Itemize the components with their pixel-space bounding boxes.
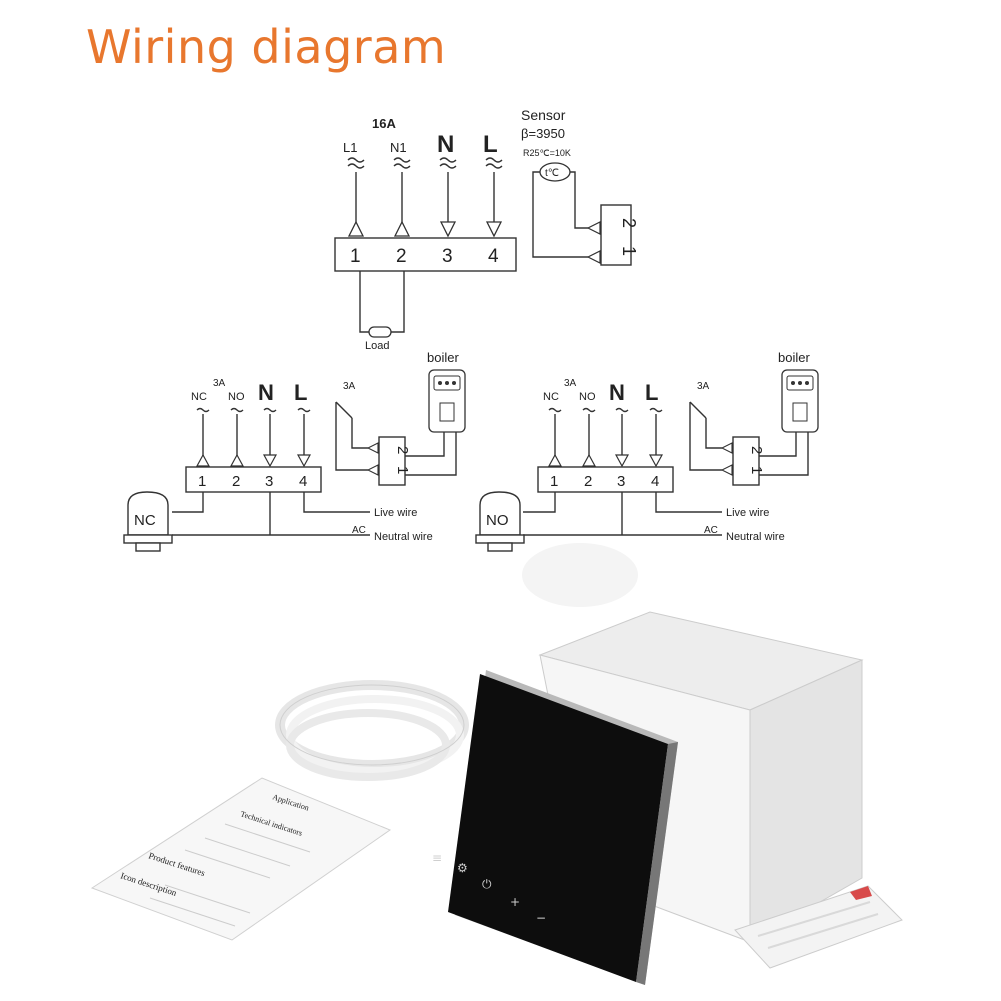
valve-icon [123, 491, 173, 552]
watermark-oval [522, 543, 638, 607]
terminal-label-nc: NC [191, 391, 207, 403]
boiler-icon [428, 369, 466, 433]
terminal-number: 4 [299, 473, 307, 490]
neutral-wire-label: Neutral wire [726, 531, 785, 543]
rating-label: 16A [372, 116, 396, 131]
terminal-label-no: NO [228, 391, 245, 403]
live-wire-label: Live wire [726, 507, 769, 519]
neutral-wire-label: Neutral wire [374, 531, 433, 543]
boiler-pin: 2 [748, 446, 765, 454]
sensor-label: Sensor [521, 107, 566, 123]
sensor-symbol: t℃ [545, 168, 559, 179]
terminal-label-nc: NC [543, 391, 559, 403]
boiler-terminal [378, 436, 406, 486]
terminal-label-l1: L1 [343, 140, 357, 155]
valve-icon [475, 491, 525, 552]
terminal-block [185, 466, 322, 493]
terminal-label-n: N [609, 380, 625, 405]
terminal-number: 3 [442, 246, 453, 267]
product-photo: Application Technical indicators Product… [90, 611, 903, 985]
ac-label: AC [352, 525, 366, 536]
terminal-label-no: NO [579, 391, 596, 403]
terminal-number: 1 [550, 473, 558, 490]
terminal-label-n: N [437, 131, 454, 158]
load-icon [368, 326, 392, 338]
boiler-pin: 1 [748, 466, 765, 474]
left-wiring-block: 3A NC NO N L 1 2 3 4 3A 2 1 [123, 350, 466, 552]
sensor-resistance: R25℃=10K [523, 148, 571, 158]
rating-label: 3A [564, 378, 577, 389]
boiler-pin: 1 [394, 466, 411, 474]
minus-icon[interactable]: − [536, 911, 546, 925]
ac-label: AC [704, 525, 718, 536]
menu-icon[interactable]: ≡ [432, 851, 442, 865]
terminal-number: 2 [232, 473, 240, 490]
power-icon[interactable]: ⏻ [482, 877, 492, 891]
boiler-terminal [732, 436, 760, 486]
thermostat-device: ≡ ⚙ ⏻ + − [432, 670, 678, 985]
terminal-number: 2 [584, 473, 592, 490]
gear-icon[interactable]: ⚙ [457, 861, 468, 875]
sensor-pin: 1 [619, 246, 639, 256]
terminal-block [537, 466, 674, 493]
sensor-terminal [600, 204, 632, 266]
sensor-beta: β=3950 [521, 126, 565, 141]
valve-label: NC [134, 512, 156, 529]
terminal-label-n: N [258, 380, 274, 405]
boiler-icon [781, 369, 819, 433]
right-wiring-block: 3A NC NO N L 1 2 3 4 3A 2 1 boile [475, 350, 819, 552]
boiler-label: boiler [427, 350, 459, 365]
page-title: Wiring diagram [86, 20, 447, 74]
terminal-label-n1: N1 [390, 140, 407, 155]
terminal-label-l: L [645, 380, 658, 405]
terminal-number: 1 [198, 473, 206, 490]
screw-bag [734, 885, 903, 969]
terminal-number: 3 [617, 473, 625, 490]
terminal-number: 1 [350, 246, 361, 267]
relay-rating: 3A [343, 381, 356, 392]
terminal-number: 4 [651, 473, 659, 490]
manual-sheet: Application Technical indicators Product… [90, 777, 392, 941]
relay-rating: 3A [697, 381, 710, 392]
boiler-label: boiler [778, 350, 810, 365]
terminal-block [334, 237, 517, 272]
load-label: Load [365, 340, 389, 352]
terminal-number: 2 [396, 246, 407, 267]
sensor-cable-coil [275, 680, 469, 781]
plus-icon[interactable]: + [510, 895, 520, 909]
live-wire-label: Live wire [374, 507, 417, 519]
sensor-pin: 2 [619, 218, 639, 228]
terminal-number: 4 [488, 246, 499, 267]
top-wiring-block: 16A L1 N1 N L 1 2 3 4 Load Sen [334, 107, 639, 352]
terminal-label-l: L [294, 380, 307, 405]
rating-label: 3A [213, 378, 226, 389]
terminal-number: 3 [265, 473, 273, 490]
boiler-pin: 2 [394, 446, 411, 454]
valve-label: NO [486, 512, 509, 529]
terminal-label-l: L [483, 131, 498, 158]
